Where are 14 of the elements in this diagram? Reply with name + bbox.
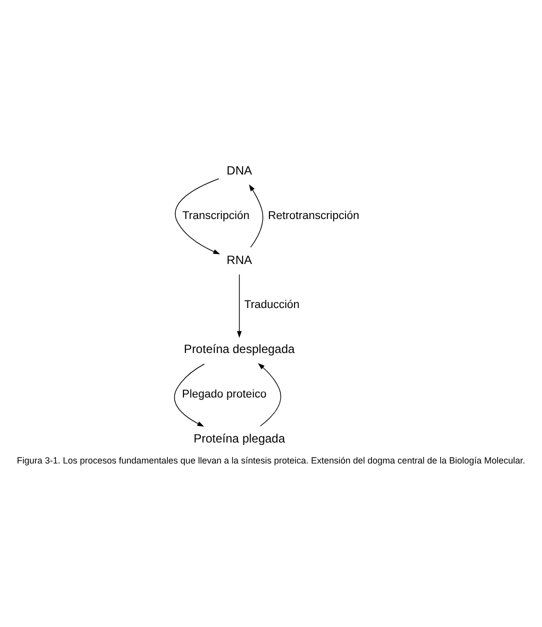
- edge-label: Transcripción: [182, 210, 250, 222]
- edge-label: Retrotranscripción: [268, 210, 360, 222]
- arrow: [174, 364, 205, 427]
- arrow: [258, 363, 282, 426]
- node-text: Proteína plegada: [194, 432, 286, 446]
- edge-label: Plegado proteico: [182, 388, 266, 401]
- edge-label: Traducción: [244, 299, 300, 312]
- caption: Figura 3-1. Los procesos fundamentales que llevan a la síntesis proteica. Extensión del dogma central de la Biología Molecular.: [16, 455, 526, 466]
- arrow: [236, 274, 242, 338]
- arrow: [248, 184, 264, 248]
- node-text: Proteína desplegada: [184, 342, 295, 356]
- node-text: DNA: [226, 163, 252, 178]
- node-text: RNA: [226, 252, 252, 267]
- arrow: [174, 178, 220, 254]
